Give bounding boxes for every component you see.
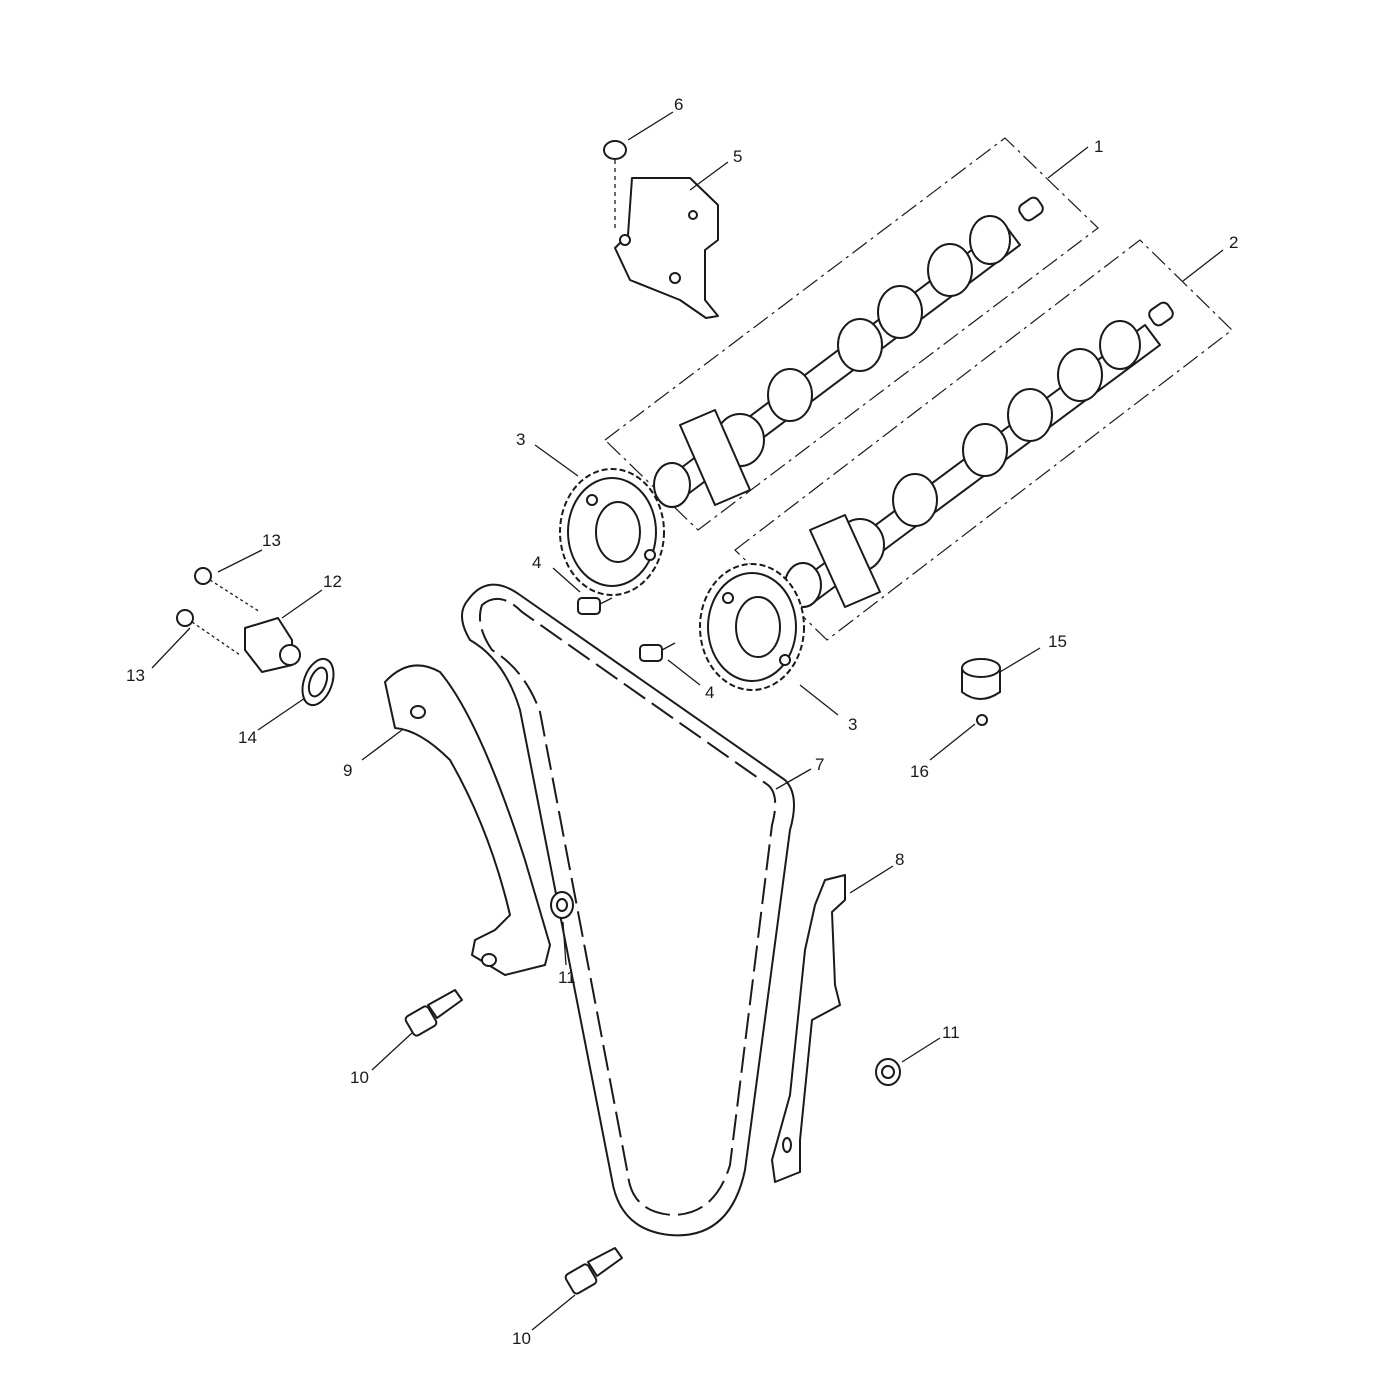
callout-15: 15 [1048,632,1067,651]
callout-13-upper: 13 [262,531,281,550]
callout-1: 1 [1094,137,1103,156]
callout-13-lower: 13 [126,666,145,685]
callout-12: 12 [323,572,342,591]
callout-9: 9 [343,761,352,780]
camshaft-sprocket-upper [559,468,665,596]
callout-3-upper: 3 [516,430,525,449]
callout-6: 6 [674,95,683,114]
washer-left [550,891,574,919]
callout-16: 16 [910,762,929,781]
callout-8: 8 [895,850,904,869]
chain-tensioner [244,617,301,673]
callout-labels: 1 2 3 3 4 4 5 6 7 8 9 10 10 11 11 12 13 … [126,95,1238,1348]
valve-shim [976,714,988,726]
camshaft-sprocket-lower [699,563,805,691]
callout-4-lower: 4 [705,683,714,702]
callout-10-upper: 10 [350,1068,369,1087]
bucket-tappet [961,658,1001,700]
timing-chain [461,583,795,1237]
tensioner-screw-upper [194,567,261,613]
callout-10-lower: 10 [512,1329,531,1348]
sprocket-bolt-lower [639,642,676,662]
pivot-bolt-lower [564,1247,623,1295]
sprocket-bolt-upper [577,597,613,615]
camshaft-bracket [614,177,719,319]
chain-guide [771,874,846,1183]
pivot-bolt-upper [404,989,463,1037]
callout-2: 2 [1229,233,1238,252]
callout-11-left: 11 [558,968,576,987]
tensioner-gasket [301,657,335,707]
camshaft-lower [734,239,1233,641]
bracket-screw [603,140,627,230]
callout-4-upper: 4 [532,553,541,572]
callout-7: 7 [815,755,824,774]
leader-lines [151,111,1224,1331]
tensioner-blade [384,664,551,976]
callout-5: 5 [733,147,742,166]
washer-right [875,1058,901,1086]
camshaft-upper [604,137,1099,531]
callout-11-right: 11 [942,1023,960,1042]
callout-14: 14 [238,728,257,747]
callout-3-lower: 3 [848,715,857,734]
tensioner-screw-lower [176,609,241,656]
